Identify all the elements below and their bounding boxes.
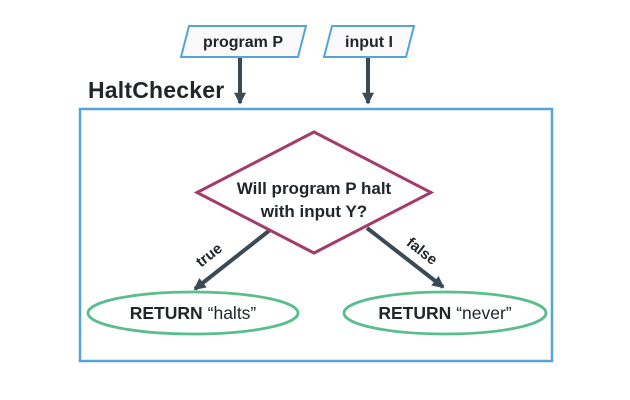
decision-node: Will program P halt with input Y? [193, 130, 435, 255]
halts-return-value: “halts” [208, 303, 257, 323]
input-node-input: input I [322, 25, 416, 58]
decision-text-line1: Will program P halt [237, 179, 392, 198]
input-label: input I [345, 34, 393, 51]
result-node-halts: RETURN“halts” [86, 290, 300, 336]
decision-text-line2: with input Y? [260, 202, 367, 221]
program-parallelogram [179, 25, 308, 58]
decision-diamond [193, 130, 435, 255]
never-return-text: RETURN“never” [378, 303, 512, 323]
haltchecker-box [78, 107, 554, 363]
input-node-program: program P [179, 25, 308, 58]
input-parallelogram [322, 25, 416, 58]
never-return-value: “never” [456, 303, 512, 323]
halts-return-keyword: RETURN [130, 303, 203, 323]
never-return-keyword: RETURN [378, 303, 451, 323]
branch-true-arrow [193, 228, 272, 291]
branch-false-label: false [403, 234, 440, 268]
result-node-never: RETURN“never” [342, 290, 548, 336]
halts-return-text: RETURN“halts” [130, 303, 257, 323]
diagram-title: HaltChecker [88, 77, 224, 103]
halts-ellipse [86, 290, 300, 336]
branch-false-arrow [365, 226, 445, 289]
program-label: program P [203, 34, 283, 51]
never-ellipse [342, 290, 548, 336]
